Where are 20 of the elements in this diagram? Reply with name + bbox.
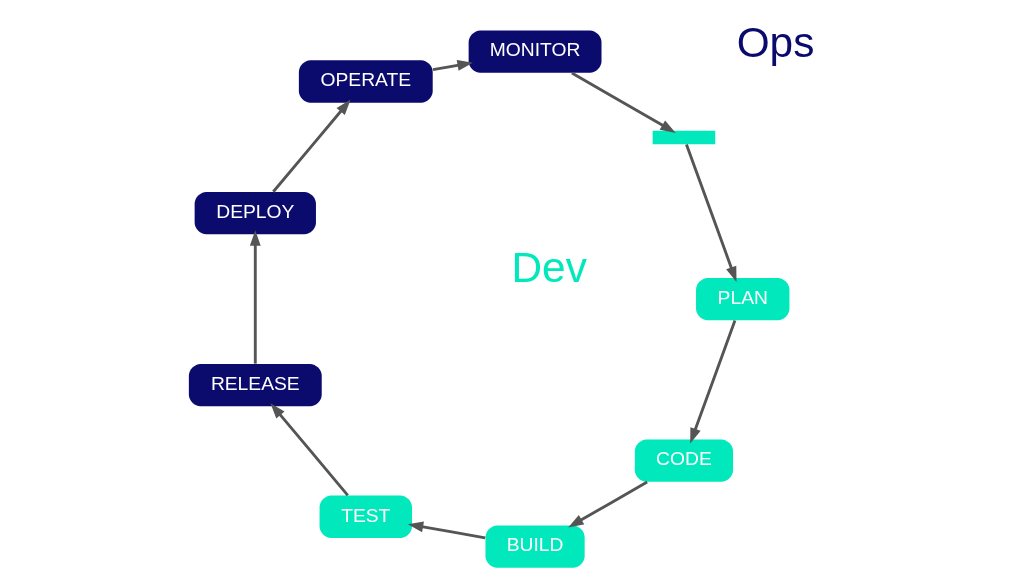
node-box: DEPLOY xyxy=(194,192,316,235)
node-box: RELEASE xyxy=(188,363,322,407)
node-box: TEST xyxy=(319,495,412,538)
arrow xyxy=(269,403,349,497)
arrow xyxy=(567,480,648,528)
arrow xyxy=(249,230,261,364)
arrow xyxy=(271,99,351,193)
arrow xyxy=(689,320,736,444)
arrow xyxy=(684,144,736,282)
arrow xyxy=(570,71,676,133)
node-box: CODE xyxy=(634,439,733,482)
label: Ops xyxy=(736,18,814,66)
arrow xyxy=(432,60,473,72)
arrow xyxy=(407,521,485,540)
node-bar xyxy=(652,130,715,145)
node-box: PLAN xyxy=(695,277,789,321)
node-box: OPERATE xyxy=(298,60,433,103)
label: Dev xyxy=(511,244,587,291)
node-box: BUILD xyxy=(485,525,585,568)
node-box: MONITOR xyxy=(468,30,601,73)
